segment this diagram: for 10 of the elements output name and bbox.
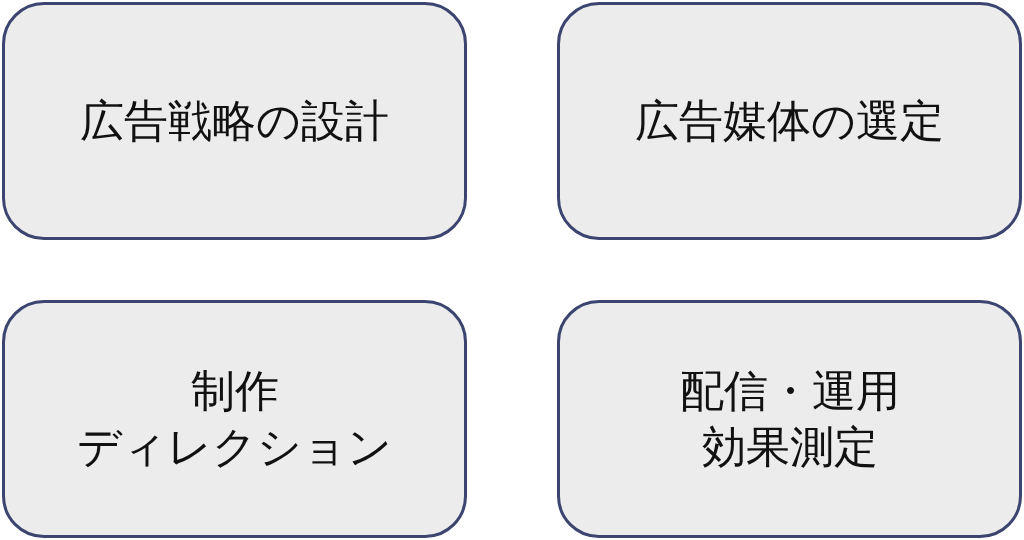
- box-label: 広告媒体の選定: [635, 94, 944, 148]
- process-box: [2, 2, 467, 240]
- box-label: 効果測定: [701, 420, 878, 474]
- box-label: ディレクション: [77, 420, 392, 474]
- box-label: 配信・運用: [679, 364, 900, 418]
- box-label: 広告戦略の設計: [80, 94, 389, 148]
- box-label: 制作: [190, 364, 279, 418]
- process-box: [2, 300, 467, 538]
- process-box: [557, 300, 1022, 538]
- process-box: [557, 2, 1022, 240]
